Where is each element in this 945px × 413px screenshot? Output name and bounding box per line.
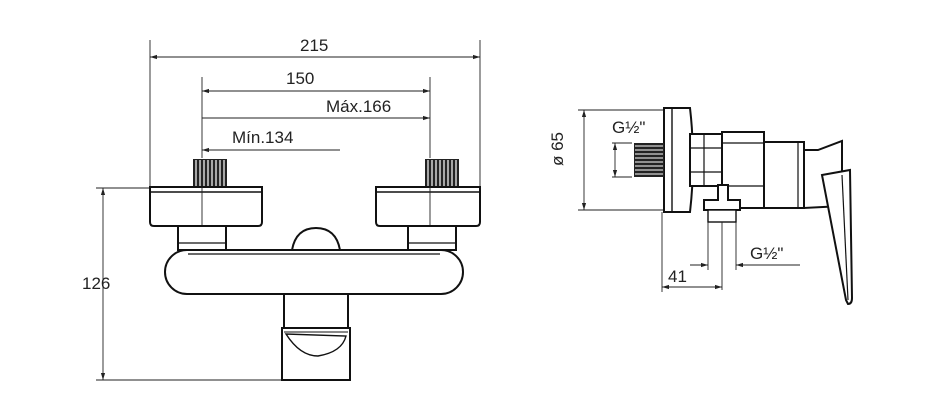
left-threaded-connector — [193, 159, 227, 187]
side-view: ø 65 G½" — [548, 107, 854, 306]
left-escutcheon — [149, 186, 263, 228]
dimension-215: 215 — [149, 36, 481, 188]
dimension-thread-bottom: G½" — [690, 222, 800, 270]
dim-thread-bottom-label: G½" — [750, 244, 783, 263]
right-threaded-connector — [425, 159, 459, 187]
dimension-diameter-65: ø 65 — [548, 109, 664, 211]
side-outlet — [703, 184, 741, 290]
dimension-max: Máx.166 — [202, 97, 430, 121]
side-threaded-inlet — [634, 143, 664, 177]
dim-215-label: 215 — [300, 36, 328, 55]
dimension-41: 41 — [661, 212, 722, 292]
lever-handle — [803, 139, 854, 306]
dim-min-label: Mín.134 — [232, 128, 293, 147]
top-dome — [290, 226, 342, 251]
dimension-150: 150 — [201, 69, 431, 158]
dimension-126: 126 — [82, 187, 290, 381]
wall-flange — [663, 107, 694, 213]
side-hex-nut — [689, 133, 723, 187]
dimension-min: Mín.134 — [202, 128, 340, 153]
dim-126-label: 126 — [82, 274, 110, 293]
dim-150-label: 150 — [286, 69, 314, 88]
dim-41-label: 41 — [668, 267, 687, 286]
dim-max-label: Máx.166 — [326, 97, 391, 116]
dim-thread-top-label: G½" — [612, 118, 645, 137]
mixer-main-body — [164, 249, 464, 295]
outlet-spout — [281, 293, 351, 381]
side-mixer-body — [721, 131, 805, 209]
right-escutcheon — [375, 186, 481, 228]
dimension-thread-top: G½" — [612, 118, 645, 178]
left-nut — [177, 225, 227, 251]
dim-diameter-label: ø 65 — [548, 132, 567, 166]
right-nut — [407, 225, 457, 251]
front-view: 215 150 Máx.166 Mín.134 126 — [82, 36, 481, 381]
